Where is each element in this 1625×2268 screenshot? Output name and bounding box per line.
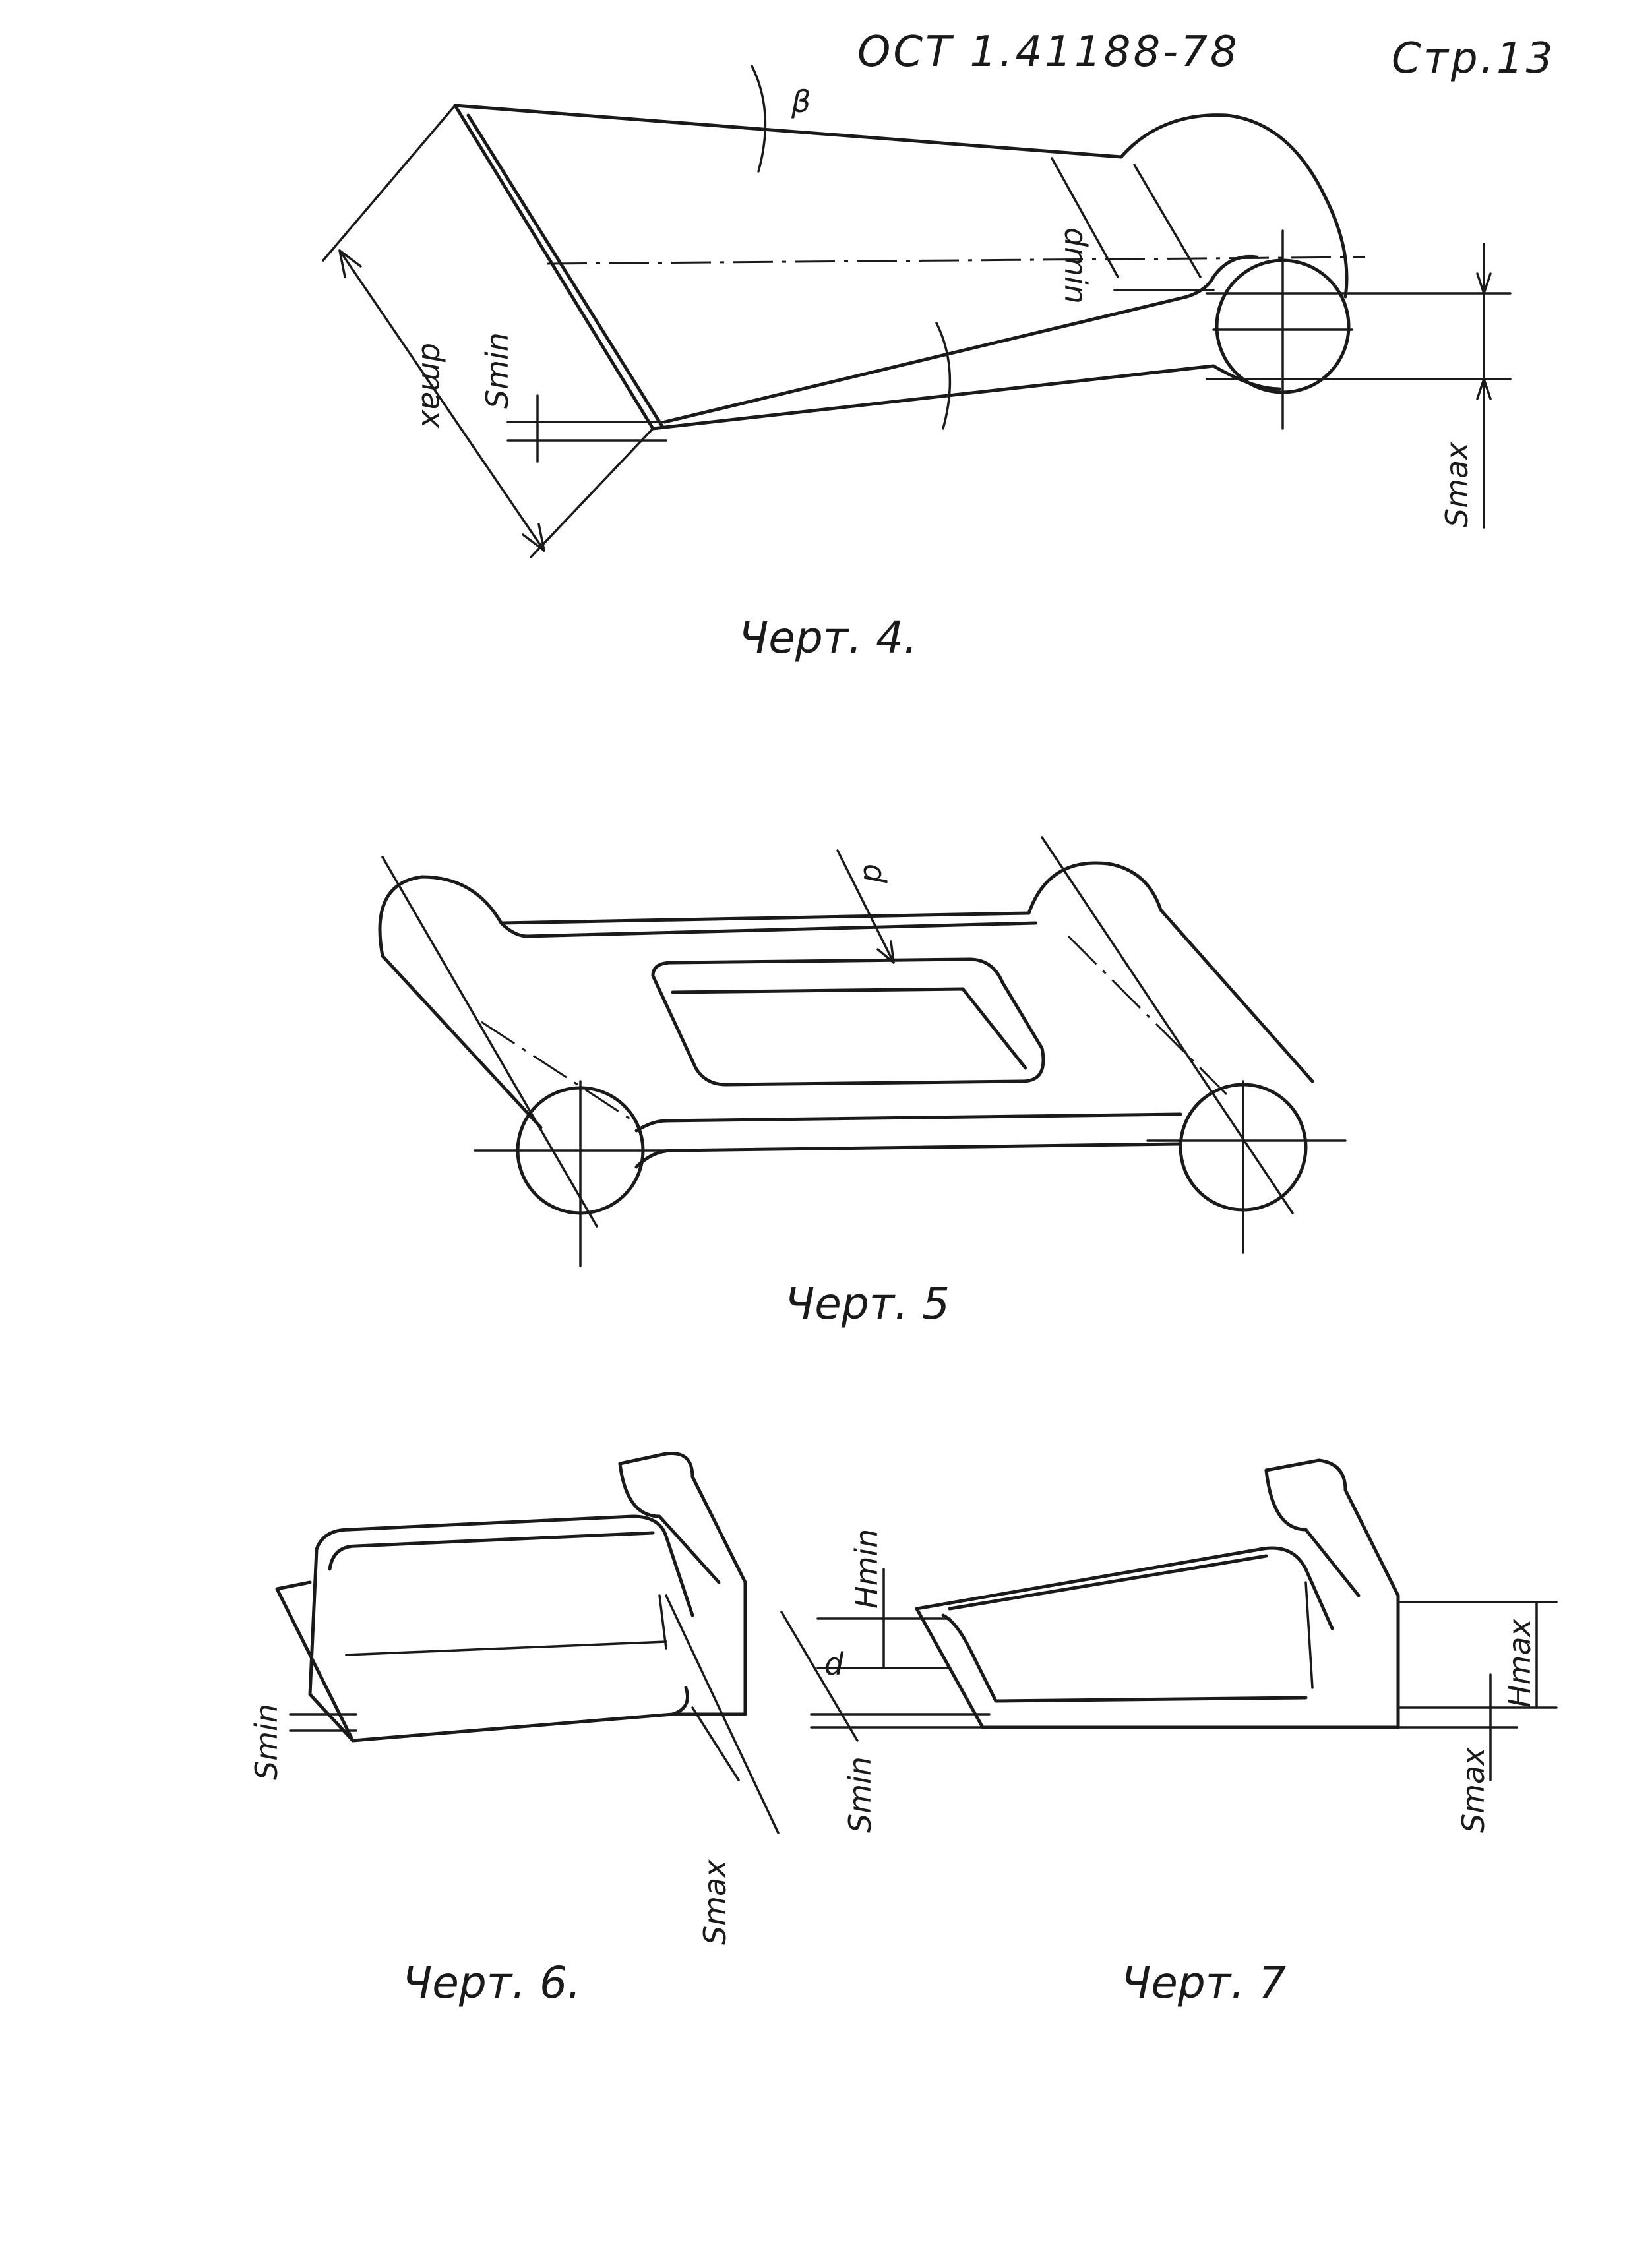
fig7-hmax-label: Hmax	[1502, 1618, 1537, 1708]
figure-6-caption: Черт. 6.	[402, 1957, 581, 2008]
figure-6-drawing: Smin Smax	[249, 1451, 780, 1945]
figure-5-caption: Черт. 5	[785, 1278, 950, 1329]
fig5-d-label: d	[857, 864, 892, 883]
page-number: Стр.13	[1392, 34, 1555, 83]
standard-code: ОСТ 1.41188-78	[857, 28, 1240, 76]
figure-5-drawing: d	[378, 836, 1347, 1267]
fig4-dmax-label: dmax	[415, 343, 450, 429]
fig7-smax-label: Smax	[1456, 1747, 1491, 1833]
fig6-smin-label: Smin	[249, 1704, 284, 1780]
fig7-hmin-label: Hmin	[849, 1529, 884, 1609]
fig4-smax-label: Smax	[1439, 442, 1475, 527]
figure-4-drawing: β dmin dmax Smin Smax	[322, 65, 1512, 558]
figure-7-drawing: Hmin Hmax d Smin Smax	[780, 1458, 1558, 1833]
fig6-smax-label: Smax	[697, 1859, 733, 1945]
figure-4-caption: Черт. 4.	[739, 612, 917, 663]
fig4-dmin-label: dmin	[1058, 227, 1093, 304]
fig4-smin-label: Smin	[479, 332, 515, 409]
fig7-d-label: d	[824, 1646, 844, 1682]
fig4-beta-label: β	[791, 84, 811, 119]
fig7-smin-label: Smin	[842, 1756, 878, 1833]
figure-7-caption: Черт. 7	[1121, 1957, 1286, 2008]
